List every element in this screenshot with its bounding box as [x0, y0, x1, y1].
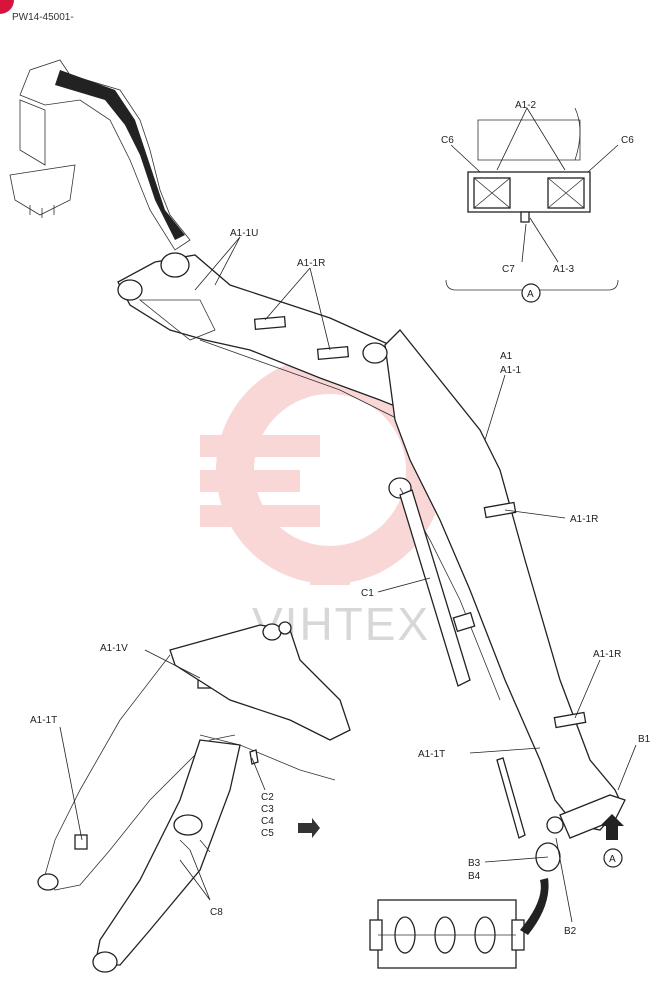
header-code: PW14-45001- [12, 12, 74, 23]
cylinder-c1 [399, 489, 476, 687]
view-a-marker-top: A [521, 283, 541, 303]
label-b4: B4 [468, 871, 481, 882]
label-a1-1t-left: A1-1T [30, 715, 57, 726]
label-a1-1r-low: A1-1R [593, 649, 621, 660]
label-c2: C2 [261, 792, 274, 803]
label-c5: C5 [261, 828, 274, 839]
detail-a-inset [445, 107, 619, 291]
label-a1: A1 [500, 351, 513, 362]
label-a1-1r-top: A1-1R [297, 258, 325, 269]
label-c6-left: C6 [441, 135, 454, 146]
label-a1-2: A1-2 [515, 100, 537, 111]
label-c1: C1 [361, 588, 374, 599]
label-c6-right: C6 [621, 135, 634, 146]
svg-text:A: A [527, 289, 534, 300]
label-a1-1r-mid: A1-1R [570, 514, 598, 525]
label-c4: C4 [261, 816, 274, 827]
label-c7: C7 [502, 264, 515, 275]
label-a1-3: A1-3 [553, 264, 575, 275]
label-b1: B1 [638, 734, 651, 745]
detail-pin-inset [369, 878, 549, 969]
corner-badge [0, 0, 14, 14]
label-b3: B3 [468, 858, 481, 869]
boom-detail-lower-left [37, 621, 351, 973]
label-a1-1v: A1-1V [100, 643, 128, 654]
label-a1-1u: A1-1U [230, 228, 258, 239]
label-a1-1t-right: A1-1T [418, 749, 445, 760]
view-a-marker-bottom: A [603, 848, 623, 868]
label-c8: C8 [210, 907, 223, 918]
svg-text:A: A [609, 854, 616, 865]
label-c3: C3 [261, 804, 274, 815]
label-b2: B2 [564, 926, 577, 937]
leader-lines [59, 107, 637, 923]
boom-lower [362, 329, 623, 831]
excavator-thumbnail [9, 59, 191, 251]
label-a1-1: A1-1 [500, 365, 522, 376]
view-arrow-icon [298, 818, 320, 838]
view-arrow-up-icon [600, 814, 624, 840]
